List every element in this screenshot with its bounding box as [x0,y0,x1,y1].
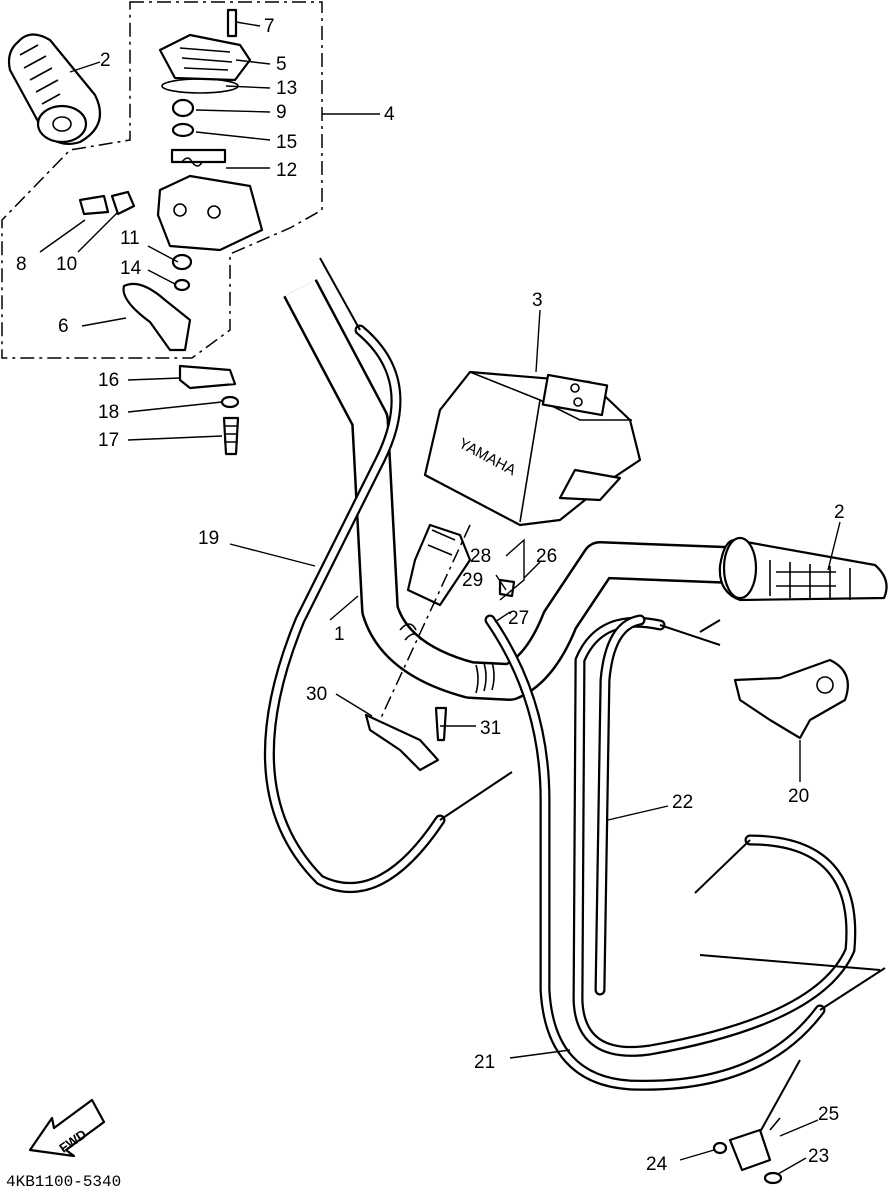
callout-29: 29 [462,570,483,591]
callout-15: 15 [276,132,297,153]
callout-9: 9 [276,102,287,123]
callout-10: 10 [56,254,77,275]
diagram-code: 4KB1100-5340 [6,1173,121,1191]
callout-5: 5 [276,54,287,75]
callout-20: 20 [788,786,809,807]
cables [263,257,886,1151]
callout-31: 31 [480,718,501,739]
headlight-cover: YAMAHA [423,370,642,527]
callout-17: 17 [98,430,119,451]
callout-1: 1 [334,624,345,645]
callout-12: 12 [276,160,297,181]
throttle-assembly-box [1,1,323,359]
callout-6: 6 [58,316,69,337]
left-grip [7,33,102,146]
lever-bracket [733,658,849,740]
callout-21: 21 [474,1052,495,1073]
callout-27: 27 [508,608,529,629]
throttle-housing-parts [78,8,264,456]
callout-13: 13 [276,78,297,99]
callout-11: 11 [120,228,140,249]
callout-19: 19 [198,528,219,549]
callout-25: 25 [818,1104,839,1125]
handlebar [283,279,731,701]
callout-2-right-grip: 2 [834,502,845,523]
callout-26: 26 [536,546,557,567]
callout-30: 30 [306,684,327,705]
callout-8: 8 [16,254,27,275]
callout-3: 3 [532,290,543,311]
callout-4: 4 [384,104,395,125]
lower-small-parts [712,1117,783,1185]
callout-24: 24 [646,1154,668,1175]
callout-22: 22 [672,792,693,813]
callout-18: 18 [98,402,119,423]
callout-14: 14 [120,258,142,279]
callout-numbers: 1 2 2 3 4 5 6 7 8 10 9 11 12 13 14 15 16… [16,16,845,1175]
forward-direction-arrow: FWD [28,1098,106,1158]
leader-lines [39,21,841,1175]
callout-2-left-grip: 2 [100,50,111,71]
callout-7: 7 [264,16,275,37]
switch-assembly [364,523,516,772]
callout-28: 28 [470,546,491,567]
callout-23: 23 [808,1146,829,1167]
right-grip [718,536,888,602]
callout-16: 16 [98,370,119,391]
